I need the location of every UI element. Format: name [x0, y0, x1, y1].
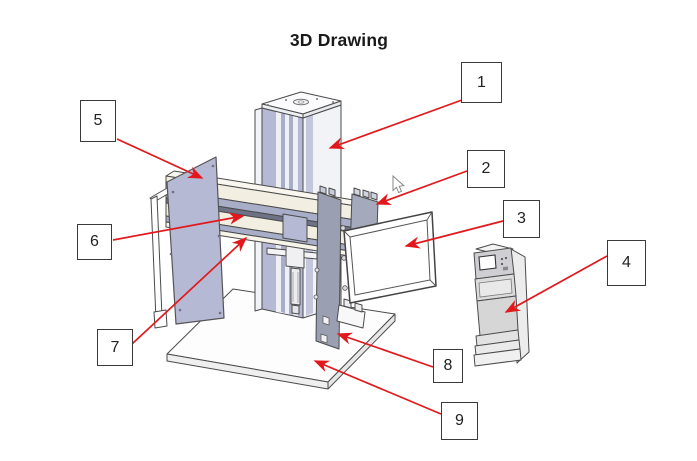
callout-box-9: 9 [441, 402, 478, 440]
leader-arrow-5 [116, 138, 204, 179]
leader-arrow-8 [336, 332, 434, 368]
callout-box-6: 6 [77, 224, 112, 260]
leader-arrow-1 [328, 99, 463, 150]
leader-arrow-3 [404, 220, 504, 249]
leader-arrow-4 [504, 255, 608, 313]
callout-label-5: 5 [93, 112, 103, 129]
callout-label-9: 9 [455, 412, 464, 429]
callout-box-5: 5 [80, 100, 116, 142]
callout-label-3: 3 [517, 210, 526, 227]
callout-box-3: 3 [503, 200, 540, 238]
callout-label-4: 4 [622, 254, 631, 271]
callout-label-1: 1 [477, 73, 486, 91]
leader-arrow-9 [313, 360, 442, 415]
callout-label-7: 7 [110, 338, 120, 356]
callout-box-7: 7 [97, 329, 133, 366]
callout-box-8: 8 [433, 349, 463, 383]
callout-box-1: 1 [461, 62, 502, 103]
left-side-plate [166, 156, 225, 325]
leader-arrows [112, 99, 608, 415]
leader-arrow-7 [131, 236, 248, 345]
leader-arrow-6 [112, 212, 245, 241]
callout-label-8: 8 [443, 357, 453, 374]
callout-box-2: 2 [467, 150, 505, 188]
control-console [473, 243, 530, 367]
leader-arrow-2 [375, 170, 468, 206]
callout-label-2: 2 [481, 160, 491, 177]
mouse-cursor-icon [392, 174, 405, 194]
sample-panel [343, 211, 437, 304]
callout-box-4: 4 [607, 240, 646, 286]
page-title: 3D Drawing [289, 30, 389, 50]
callout-label-6: 6 [90, 233, 99, 250]
fixture-plate [313, 185, 348, 350]
